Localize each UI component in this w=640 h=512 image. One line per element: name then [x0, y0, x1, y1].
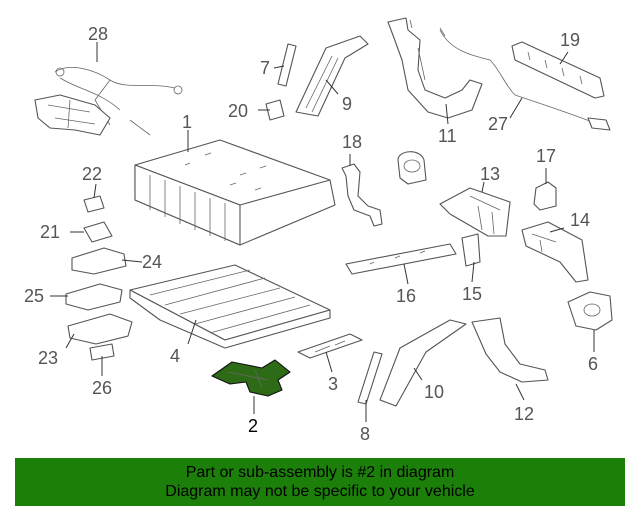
callout-24: 24 [142, 252, 162, 272]
part-12-duct [471, 317, 549, 383]
part-11-duct [387, 17, 483, 119]
part-26-block [89, 343, 115, 361]
callout-1: 1 [182, 112, 192, 132]
callout-7: 7 [260, 58, 270, 78]
callout-25: 25 [24, 286, 44, 306]
callout-9: 9 [342, 94, 352, 114]
part-14-duct [521, 221, 589, 283]
part-20-block [265, 99, 285, 121]
callout-8: 8 [360, 424, 370, 444]
callout-11: 11 [438, 126, 457, 146]
part-23-bracket [67, 313, 133, 345]
callout-18: 18 [342, 132, 362, 152]
part-9-duct [295, 35, 369, 117]
leader-lines [50, 42, 595, 422]
part-24-bracket [71, 247, 127, 275]
banner-line-2: Diagram may not be specific to your vehi… [165, 483, 475, 500]
callout-14: 14 [570, 210, 590, 230]
callout-28: 28 [88, 24, 108, 44]
callout-17: 17 [536, 146, 556, 166]
part-27-pipe [439, 29, 611, 131]
part-4-lower-tray [129, 264, 331, 349]
callout-22: 22 [82, 164, 102, 184]
callout-4: 4 [170, 346, 180, 366]
callout-23: 23 [38, 348, 58, 368]
callout-26: 26 [92, 378, 112, 398]
callout-16: 16 [396, 286, 416, 306]
part-1-battery-case [134, 139, 336, 246]
part-7-strip [277, 43, 297, 87]
callout-6: 6 [588, 354, 598, 374]
part-13-bracket [439, 187, 511, 237]
part-19-rail [511, 41, 605, 99]
banner-line-1: Part or sub-assembly is #2 in diagram [185, 464, 455, 481]
part-21-connector [83, 221, 113, 243]
parts-diagram: 28 1 4 2 3 6 7 8 9 10 11 12 13 14 15 16 … [24, 17, 613, 444]
callout-2: 2 [248, 416, 258, 436]
part-18-hose [341, 163, 383, 227]
callout-3: 3 [328, 374, 338, 394]
part-6-fan [567, 291, 613, 331]
part-2-bracket-highlighted [211, 359, 291, 397]
callout-labels: 28 1 4 2 3 6 7 8 9 10 11 12 13 14 15 16 … [24, 24, 598, 444]
part-22-clip [83, 195, 105, 213]
part-16-rail [345, 243, 457, 275]
callout-21: 21 [40, 222, 60, 242]
callout-15: 15 [462, 284, 482, 304]
callout-27: 27 [488, 114, 508, 134]
part-15-clip [461, 233, 481, 267]
part-3-rail [297, 333, 363, 359]
part-5-fan [397, 151, 427, 185]
callout-10: 10 [424, 382, 444, 402]
info-banner: Part or sub-assembly is #2 in diagram Di… [15, 458, 625, 506]
callout-19: 19 [560, 30, 580, 50]
callout-13: 13 [480, 164, 500, 184]
part-25-bracket [65, 283, 123, 311]
part-10-duct [379, 319, 467, 407]
callout-12: 12 [514, 404, 534, 424]
part-8-strip [357, 351, 383, 405]
callout-20: 20 [228, 101, 248, 121]
part-17-cover [533, 181, 557, 211]
part-28-wire-harness [34, 67, 183, 136]
